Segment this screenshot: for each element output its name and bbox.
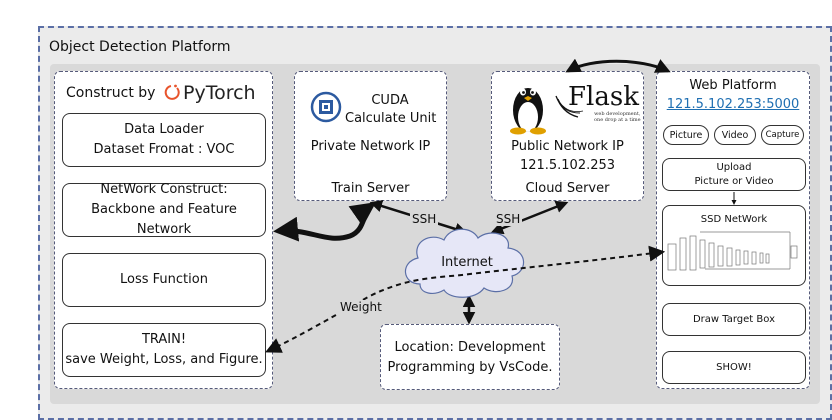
location-text: Location: Development Programming by VsC… [380,338,560,378]
web-url-link[interactable]: 121.5.102.253:5000 [666,97,800,112]
public-ip-value: 121.5.102.253 [519,158,616,173]
platform-title: Object Detection Platform [49,39,231,55]
network-detail: Backbone and Feature Network [91,202,237,237]
train-title: TRAIN! [141,332,187,347]
show-label: SHOW! [716,361,752,373]
loss-function-box: Loss Function [62,253,266,307]
cuda-title: CUDA [371,93,409,108]
network-construct-box: NetWork Construct: Backbone and Feature … [62,182,266,237]
upload-box[interactable]: Upload Picture or Video [662,158,806,191]
pytorch-brand: PyTorch [183,82,256,104]
internet-label: Internet [441,255,493,270]
upload-title: Upload [716,161,752,173]
weight-label: Weight [338,300,384,314]
location-title: Location: Development [394,340,546,355]
train-detail: save Weight, Loss, and Figure. [65,352,263,367]
flask-tagline-2: one drop at a time [594,117,641,123]
public-ip-label: Public Network IP [511,139,624,154]
ssh-right-label: SSH [494,212,523,226]
video-input-button[interactable]: Video [714,125,756,145]
picture-input-button[interactable]: Picture [663,125,709,145]
draw-target-label: Draw Target Box [692,313,775,325]
web-platform-title: Web Platform [689,78,777,93]
location-detail: Programming by VsCode. [387,360,553,375]
data-loader-box: Data Loader Dataset Fromat : VOC [62,113,266,167]
draw-target-box: Draw Target Box [662,303,806,336]
cuda-label: CUDA Calculate Unit [345,92,437,128]
ssh-left-label: SSH [410,212,439,226]
capture-input-button[interactable]: Capture [761,125,804,145]
train-box: TRAIN! save Weight, Loss, and Figure. [62,323,266,377]
flask-tagline: web development, one drop at a time [594,111,641,123]
flask-tagline-1: web development, [594,111,641,117]
data-loader-format: Dataset Fromat : VOC [93,142,235,157]
construct-label: Construct by [66,85,156,101]
data-loader-title: Data Loader [124,122,204,137]
cloud-server-name: Cloud Server [525,181,610,196]
upload-detail: Picture or Video [694,175,774,187]
show-box: SHOW! [662,351,806,384]
flask-brand: Flask [568,82,639,112]
ssd-title: SSD NetWork [700,214,768,225]
private-ip-label: Private Network IP [310,139,431,154]
cuda-subtitle: Calculate Unit [345,111,437,126]
ssd-network-box: SSD NetWork [662,205,806,286]
train-server-name: Train Server [331,181,410,196]
loss-label: Loss Function [120,272,208,287]
network-title: NetWork Construct: [100,182,228,197]
